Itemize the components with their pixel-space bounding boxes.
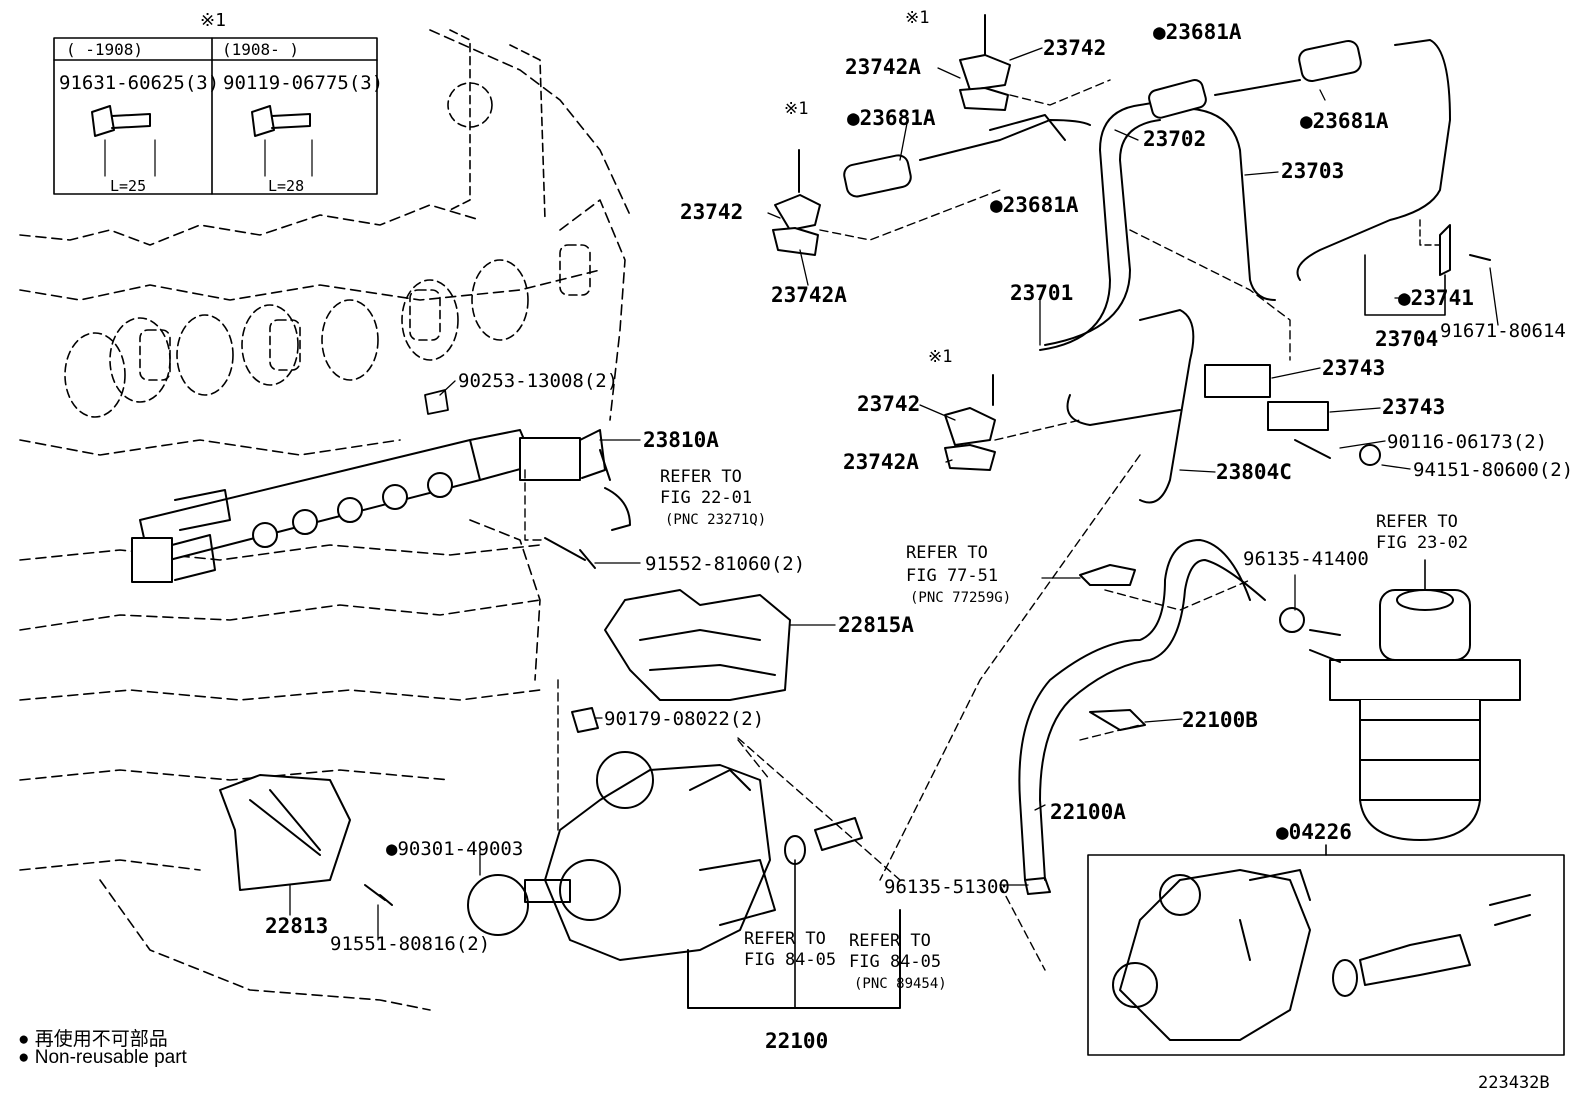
label-23743-a: 23743 (1322, 356, 1386, 380)
label-23804C: 23804C (1216, 460, 1292, 484)
label-23681A-left: ●23681A (847, 106, 936, 130)
cylinder-ports (64, 29, 591, 418)
label-23810A: 23810A (643, 428, 719, 452)
fuel-hose-22100A (1018, 539, 1266, 881)
bolt-table-range-1: ( -1908) (66, 40, 144, 59)
pin-90253 (424, 389, 449, 415)
bracket-77-51 (1079, 564, 1136, 586)
ref-fig84b-line3: (PNC 89454) (854, 976, 947, 992)
ref-fig22-line2: FIG 22-01 (660, 488, 753, 508)
label-23701: 23701 (1010, 281, 1074, 305)
legend-english: ● Non-reusable part (18, 1047, 187, 1068)
label-04226: ●04226 (1276, 820, 1352, 844)
nut-23681A-top (1148, 79, 1207, 119)
grommet-90179 (571, 707, 599, 733)
label-23743-b: 23743 (1382, 395, 1446, 419)
note-mark-top: ※1 (905, 8, 930, 28)
label-96135-41400: 96135-41400 (1243, 548, 1369, 570)
note-mark-mid: ※1 (928, 347, 953, 367)
bolt-table-mark: ※1 (200, 10, 226, 31)
ref-fig84a-line1: REFER TO (744, 929, 826, 949)
bolt-table-length-2: L=28 (268, 177, 305, 195)
clip-22100B (1089, 709, 1146, 731)
ref-fig22-line1: REFER TO (660, 467, 742, 487)
label-23742-top: 23742 (1043, 36, 1107, 60)
label-22100B: 22100B (1182, 708, 1258, 732)
label-91552-81060: 91552-81060(2) (645, 553, 806, 575)
label-23742A-mid: 23742A (843, 450, 919, 474)
ref-fig23-line1: REFER TO (1376, 512, 1458, 532)
clamps-23743 (1204, 364, 1381, 466)
injection-pipes (1039, 39, 1451, 504)
label-90253-13008: 90253-13008(2) (458, 370, 619, 392)
label-22813: 22813 (265, 914, 329, 938)
figure-id: 223432B (1478, 1073, 1550, 1093)
label-23742-left: 23742 (680, 200, 744, 224)
label-91671-80614: 91671-80614 (1440, 320, 1566, 342)
note-mark-left: ※1 (784, 99, 809, 119)
bolt-icons (91, 105, 313, 177)
label-22815A: 22815A (838, 613, 914, 637)
label-91551-80816: 91551-80816(2) (330, 933, 491, 955)
label-23681A-right: ●23681A (1300, 109, 1389, 133)
engine-block-outline (19, 29, 631, 1011)
label-96135-51300: 96135-51300 (884, 876, 1010, 898)
o-ring-small (784, 835, 806, 865)
label-23742-mid: 23742 (857, 392, 921, 416)
bolt-91552 (544, 537, 596, 569)
legend-japanese: ● 再使用不可部品 (18, 1029, 168, 1050)
label-23741: ●23741 (1398, 286, 1474, 310)
clamp-96135-41400 (1279, 607, 1305, 633)
sensor (814, 817, 863, 851)
leader-lines (289, 47, 1499, 1009)
cover-22815A (604, 589, 791, 701)
label-94151-80600: 94151-80600(2) (1413, 459, 1574, 481)
ref-fig84b-line1: REFER TO (849, 931, 931, 951)
bolt-table-range-2: (1908- ) (222, 40, 300, 59)
label-90116-06173: 90116-06173(2) (1387, 431, 1548, 453)
o-ring-90301 (467, 874, 529, 936)
pump-04226 (1112, 869, 1531, 1041)
clamp-23742-top (959, 14, 1011, 111)
nut-23681A-left (843, 154, 912, 198)
label-23742A-top: 23742A (845, 55, 921, 79)
label-22100A: 22100A (1050, 800, 1126, 824)
clamp-23742-left (772, 149, 821, 256)
bolt-table-part-2: 90119-06775(3) (223, 72, 384, 94)
supply-pump-22100 (524, 751, 776, 961)
ref-fig77-line1: REFER TO (906, 543, 988, 563)
label-23742A-left: 23742A (771, 283, 847, 307)
nut-23681A-right (1298, 39, 1362, 83)
bracket-22813 (219, 774, 351, 891)
ref-fig22-line3: (PNC 23271Q) (665, 512, 767, 528)
ref-fig23-line2: FIG 23-02 (1376, 533, 1469, 553)
ref-fig84b-line2: FIG 84-05 (849, 952, 942, 972)
common-rail (131, 429, 631, 583)
label-23704: 23704 (1375, 327, 1439, 351)
clamp-96135-51300 (1024, 877, 1051, 895)
clamp-23742-mid (944, 374, 996, 471)
label-90301-49003: ●90301-49003 (386, 838, 524, 860)
label-23702: 23702 (1143, 127, 1207, 151)
label-90179-08022: 90179-08022(2) (604, 708, 765, 730)
ref-fig77-line3: (PNC 77259G) (910, 590, 1012, 606)
fuel-filter (1309, 589, 1521, 841)
ref-fig84a-line2: FIG 84-05 (744, 950, 837, 970)
label-22100: 22100 (765, 1029, 829, 1053)
label-23703: 23703 (1281, 159, 1345, 183)
ref-fig77-line2: FIG 77-51 (906, 566, 999, 586)
bolt-table-part-1: 91631-60625(3) (59, 72, 220, 94)
label-23681A-mid: ●23681A (990, 193, 1079, 217)
label-23681A-top: ●23681A (1153, 20, 1242, 44)
bolt-table-length-1: L=25 (110, 177, 147, 195)
bolt-table-frame (53, 37, 378, 195)
bolt-91551 (364, 884, 393, 906)
